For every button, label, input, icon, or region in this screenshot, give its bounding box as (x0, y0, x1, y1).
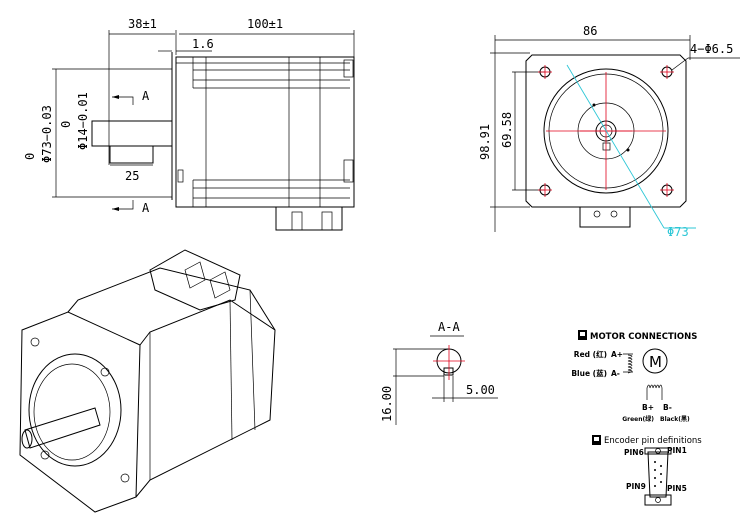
flange-width-dim: 86 (583, 24, 597, 38)
pin1-label: PIN1 (667, 446, 687, 455)
front-view: 86 98.91 69.58 Φ73 4−Φ6.5 (478, 24, 740, 239)
pilot-circle (543, 68, 669, 194)
section-mark-bottom: A (142, 201, 150, 215)
pin9-label: PIN9 (626, 482, 646, 491)
section-title: A-A (438, 320, 460, 334)
pin5-label: PIN5 (667, 484, 687, 493)
encoder-pin-definitions: Encoder pin definitions PIN6 PIN1 PIN9 P… (592, 435, 702, 506)
wire-blue-label: Blue (蓝) (571, 368, 607, 378)
iso-pilot (28, 353, 122, 467)
motor-connections: MOTOR CONNECTIONS Red (红) A+ Blue (蓝) A-… (571, 330, 697, 423)
encoder-connector-front (579, 206, 631, 228)
pilot-diameter-tol: 0 (23, 153, 37, 160)
mounting-holes (538, 65, 674, 197)
section-view: A-A 16.00 5.00 (380, 320, 498, 425)
db9-connector (644, 447, 672, 506)
holes-callout: 4−Φ6.5 (690, 42, 733, 56)
section-height-dim: 16.00 (380, 386, 394, 422)
shaft-diameter-dim: Φ14−0.01 (76, 92, 90, 150)
motor-body-side (175, 56, 355, 208)
shaft (91, 120, 173, 147)
encoder-title: Encoder pin definitions (604, 436, 702, 446)
iso-flange (19, 311, 141, 513)
pilot-diameter-dim: Φ73−0.03 (40, 105, 54, 163)
key-width-dim: 5.00 (466, 383, 495, 397)
encoder-connector-side (275, 206, 343, 231)
terminal-b-minus: B- (663, 403, 672, 412)
side-view: 38±1 100±1 1.6 0 Φ73−0.03 0 Φ14−0.01 25 … (23, 17, 355, 231)
body-length-dim: 100±1 (247, 17, 283, 31)
flange-offset-dim: 1.6 (192, 37, 214, 51)
wire-green-label: Green(绿) (622, 415, 654, 423)
motor-connections-title: MOTOR CONNECTIONS (590, 332, 697, 342)
motor-symbol (642, 348, 668, 374)
section-mark-top: A (142, 89, 150, 103)
hole-spacing-dim: 69.58 (500, 112, 514, 148)
wire-red-label: Red (红) (574, 349, 607, 359)
bolt-circle-dim: 98.91 (478, 124, 492, 160)
terminal-b-plus: B+ (642, 403, 654, 412)
iso-connector (149, 249, 241, 311)
key-length-dim: 25 (125, 169, 139, 183)
shaft-length-dim: 38±1 (128, 17, 157, 31)
shaft-diameter-tol: 0 (59, 121, 73, 128)
motor-symbol-label: M (649, 353, 662, 371)
pilot-diameter-callout: Φ73 (667, 225, 689, 239)
flange-face (525, 54, 687, 208)
terminal-a-minus: A- (611, 369, 620, 378)
pin6-label: PIN6 (624, 448, 644, 457)
iso-shaft (24, 407, 101, 449)
terminal-a-plus: A+ (611, 350, 623, 359)
key (109, 145, 154, 164)
wire-black-label: Black(黑) (660, 415, 690, 423)
isometric-view (19, 249, 276, 513)
